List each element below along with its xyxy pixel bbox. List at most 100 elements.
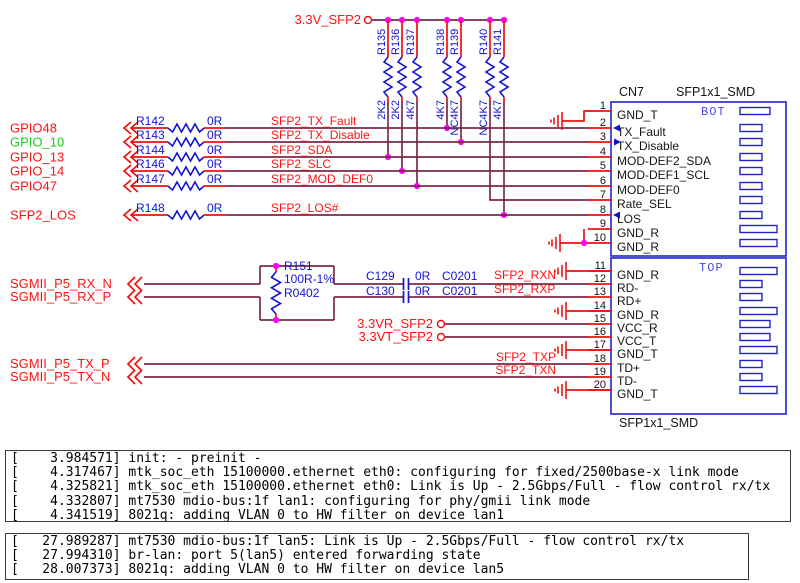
pin-name: GND_R bbox=[617, 226, 659, 240]
signal-net-label: SFP2_LOS# bbox=[271, 201, 339, 215]
resistor-symbol bbox=[167, 165, 205, 177]
connector-side-label-top: TOP bbox=[699, 261, 724, 275]
port-chevron-icon bbox=[129, 121, 139, 135]
pullup-value: NC4K7 bbox=[449, 100, 461, 135]
pullup-ref: R138 bbox=[435, 29, 447, 55]
connector-pad bbox=[739, 266, 778, 276]
pin-number: 8 bbox=[600, 204, 606, 216]
series-resistor-ref: R143 bbox=[136, 128, 165, 142]
pin-number: 6 bbox=[600, 175, 606, 187]
connector-body-bot bbox=[610, 101, 787, 257]
connector-pad bbox=[739, 385, 778, 395]
connector-pad bbox=[739, 372, 763, 382]
left-net-label: GPIO_13 bbox=[10, 150, 64, 165]
cap-ref-c130: C130 bbox=[366, 284, 395, 298]
pin-name: GND_R bbox=[617, 240, 659, 254]
resistor-symbol bbox=[484, 56, 496, 98]
log-line: [ 4.317467] mtk_soc_eth 15100000.etherne… bbox=[11, 465, 739, 481]
log-line: [ 3.984571] init: - preinit - bbox=[11, 451, 262, 466]
termination-ref: R151 bbox=[284, 259, 313, 273]
net-label-sgmii-tx-n: SGMII_P5_TX_N bbox=[10, 369, 111, 384]
signal-net-label: SFP2_MOD_DEF0 bbox=[271, 172, 373, 186]
power-rail-label: 3.3V_SFP2 bbox=[294, 12, 362, 27]
pin-number: 18 bbox=[594, 353, 606, 365]
connector-pad bbox=[739, 106, 771, 116]
connector-body-top bbox=[610, 257, 787, 415]
pin-number: 5 bbox=[600, 160, 606, 172]
connector-pad bbox=[739, 292, 763, 302]
pin-direction-arrow-icon bbox=[613, 124, 620, 132]
left-net-label: SFP2_LOS bbox=[10, 208, 76, 223]
capacitor-symbols bbox=[402, 278, 410, 303]
series-resistor-value: 0R bbox=[207, 128, 223, 142]
connector-pad bbox=[739, 332, 771, 342]
series-resistor-ref: R142 bbox=[136, 114, 165, 128]
port-chevron-icon bbox=[129, 150, 139, 164]
junction-dot bbox=[272, 316, 280, 324]
connector-part-name-bottom: SFP1x1_SMD bbox=[619, 416, 699, 430]
port-chevron-icon bbox=[133, 356, 143, 372]
pin-number: 17 bbox=[594, 339, 606, 351]
kernel-log-block-1: [ 3.984571] init: - preinit -[ 4.317467]… bbox=[5, 450, 791, 522]
log-line: [ 28.007373] 8021q: adding VLAN 0 to HW … bbox=[11, 562, 505, 578]
power-terminal-icon bbox=[436, 319, 446, 329]
pin-number: 12 bbox=[594, 273, 606, 285]
pullup-value: 2K2 bbox=[376, 100, 388, 120]
ground-wire bbox=[562, 110, 589, 122]
port-chevron-icon bbox=[133, 369, 143, 385]
pin-name: TX_Disable bbox=[617, 139, 679, 153]
pin-name: GND_R bbox=[617, 308, 659, 322]
pin-name: MOD-DEF1_SCL bbox=[617, 168, 710, 182]
pin-direction-arrow-icon bbox=[614, 138, 621, 146]
pin-name: RD- bbox=[617, 281, 638, 295]
rate-sel-wire bbox=[489, 101, 589, 201]
connector-pad bbox=[739, 359, 763, 369]
pin-number: 9 bbox=[600, 218, 606, 230]
signal-net-label: SFP2_SLC bbox=[271, 157, 331, 171]
cap-value-c129: 0R bbox=[415, 269, 431, 283]
port-chevron-icon bbox=[122, 150, 132, 164]
connector-pad bbox=[739, 195, 763, 205]
pullup-ref: R139 bbox=[449, 29, 461, 55]
port-chevron-icon bbox=[126, 369, 136, 385]
pin-name: Rate_SEL bbox=[617, 197, 672, 211]
resistor-symbol bbox=[382, 56, 394, 98]
connector-pad bbox=[739, 224, 778, 234]
pin-name: MOD-DEF0 bbox=[617, 183, 680, 197]
series-resistor-value: 0R bbox=[207, 143, 223, 157]
connector-pad bbox=[739, 210, 763, 220]
pin-name: TD- bbox=[617, 374, 637, 388]
pullup-ref: R141 bbox=[492, 29, 504, 55]
pullup-value: NC4K7 bbox=[478, 100, 490, 135]
pin-number: 20 bbox=[594, 379, 606, 391]
connector-pad bbox=[739, 279, 763, 289]
net-label-sfp2-txn: SFP2_TXN bbox=[495, 363, 556, 377]
pin-name: MOD-DEF2_SDA bbox=[617, 154, 711, 168]
pin-name: VCC_R bbox=[617, 321, 658, 335]
connector-pad bbox=[739, 123, 763, 133]
log-line: [ 27.994310] br-lan: port 5(lan5) entere… bbox=[11, 548, 481, 564]
port-chevron-icon bbox=[129, 179, 139, 193]
pin-name: TD+ bbox=[617, 361, 640, 375]
port-chevron-icon bbox=[129, 135, 139, 149]
net-label-sgmii-rx-n: SGMII_P5_RX_N bbox=[10, 276, 112, 291]
log-line: [ 4.332807] mt7530 mdio-bus:1f lan1: con… bbox=[11, 493, 591, 509]
port-chevron-icon bbox=[122, 121, 132, 135]
series-resistor-value: 0R bbox=[207, 114, 223, 128]
series-resistor-ref: R148 bbox=[136, 201, 165, 215]
power-tap-vr-label: 3.3VR_SFP2 bbox=[357, 316, 433, 331]
left-net-label: GPIO_10 bbox=[10, 135, 64, 150]
port-chevron-icon bbox=[129, 164, 139, 178]
resistor-symbol bbox=[167, 151, 205, 163]
kernel-log-block-2: [ 27.989287] mt7530 mdio-bus:1f lan5: Li… bbox=[5, 533, 749, 580]
pin-number: 14 bbox=[594, 300, 606, 312]
pin-name: RD+ bbox=[617, 294, 641, 308]
pullup-value: 4K7 bbox=[405, 100, 417, 120]
pin-name: GND_T bbox=[617, 387, 658, 401]
connector-pad bbox=[739, 319, 771, 329]
connector-pad bbox=[739, 152, 763, 162]
pullup-value: 4K7 bbox=[492, 100, 504, 120]
net-label-sgmii-tx-p: SGMII_P5_TX_P bbox=[10, 356, 110, 371]
